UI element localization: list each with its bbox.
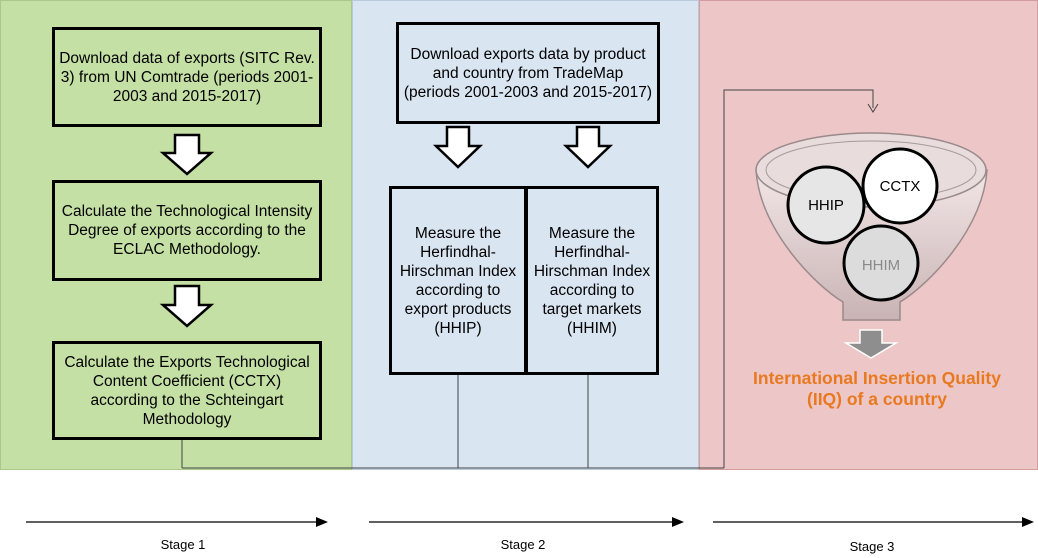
stage1-tech-intensity-text: Calculate the Technological Intensity De… [61,203,313,258]
circle-hhim-label: HHIM [861,256,901,274]
stage2-hhim-text: Measure the Herfindhal-Hirschman Index a… [533,224,651,337]
down-arrow-4 [562,125,614,169]
down-arrow-2 [159,284,215,328]
circle-hhip [786,165,866,245]
down-arrow-1 [159,133,215,176]
circle-hhip-label: HHIP [808,196,844,214]
stage2-label: Stage 2 [500,537,546,552]
circle-cctx-label: CCTX [879,177,921,195]
stage1-label: Stage 1 [160,537,206,552]
stage1-cctx-text: Calculate the Exports Technological Cont… [64,353,310,428]
down-arrow-3 [432,125,484,169]
connector-arrowhead [867,103,879,113]
stage2-hhip-text: Measure the Herfindhal-Hirschman Index a… [399,224,517,337]
stage1-cctx-box: Calculate the Exports Technological Cont… [52,341,322,440]
grey-down-arrow [843,329,899,359]
stage2-download-text: Download exports data by product and cou… [403,45,653,101]
stage2-download-box: Download exports data by product and cou… [396,22,660,124]
stage3-label: Stage 3 [849,539,895,554]
circle-cctx [861,147,939,225]
connector-line [723,89,874,468]
stage2-hhip-box: Measure the Herfindhal-Hirschman Index a… [389,186,527,375]
stage1-download-text: Download data of exports (SITC Rev. 3) f… [59,49,315,105]
circle-hhim [842,224,920,302]
stage1-tech-intensity-box: Calculate the Technological Intensity De… [52,180,322,281]
stage1-download-box: Download data of exports (SITC Rev. 3) f… [52,27,322,127]
stage2-hhim-box: Measure the Herfindhal-Hirschman Index a… [525,186,659,375]
result-text: International Insertion Quality (IIQ) of… [753,368,1001,409]
